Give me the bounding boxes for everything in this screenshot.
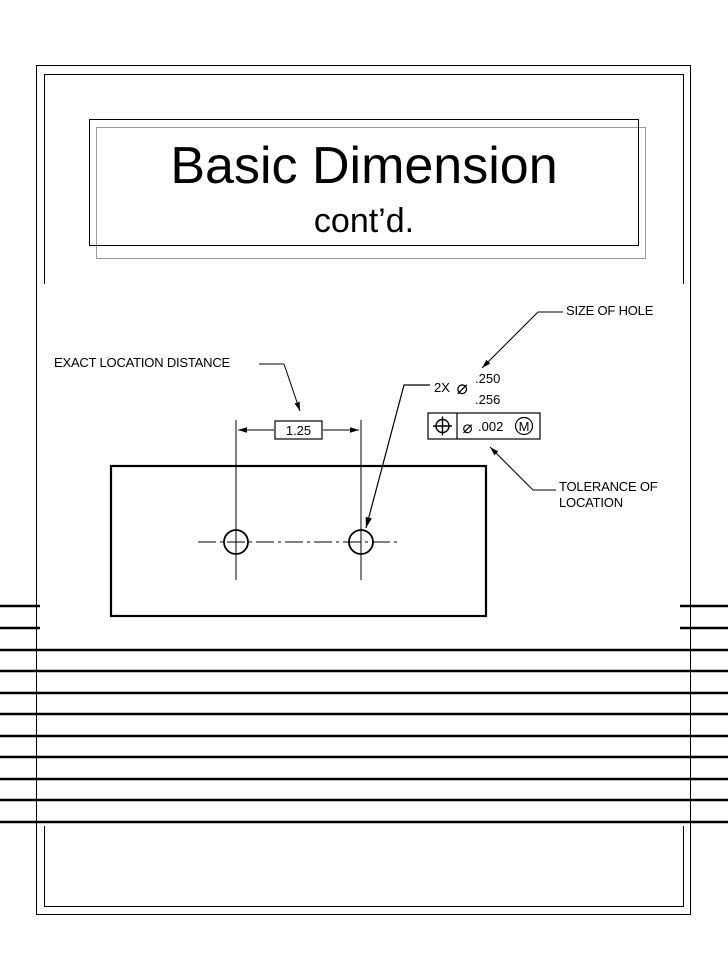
leader-exact-location-arrow <box>283 363 301 412</box>
hole-size-upper: .250 <box>475 371 500 386</box>
callout-size-of-hole: SIZE OF HOLE <box>566 303 654 318</box>
basic-dimension-value: 1.25 <box>286 423 311 438</box>
leader-size-of-hole-arrow <box>481 311 539 369</box>
part-outline <box>109 464 488 618</box>
leader-tolerance-arrow <box>489 446 534 491</box>
inner-border-frame-top <box>44 74 684 284</box>
hole-size-lower: .256 <box>475 392 500 407</box>
callout-exact-location-distance: EXACT LOCATION DISTANCE <box>54 355 231 370</box>
basic-dimension-box <box>274 420 323 440</box>
fcf-diameter-symbol: ⌀ <box>462 418 473 438</box>
callout-tolerance-line2: LOCATION <box>559 495 623 510</box>
mmc-modifier-letter: M <box>519 419 530 434</box>
title-box-shadow <box>96 127 646 259</box>
inner-border-frame-bottom <box>44 826 684 907</box>
fcf-tolerance-value: .002 <box>478 419 503 434</box>
title-box: Basic Dimension cont’d. <box>89 119 639 246</box>
hole-count: 2X <box>434 380 450 395</box>
hole-right <box>348 529 374 555</box>
ruled-lines <box>0 604 728 824</box>
hole-left <box>223 529 249 555</box>
page-title: Basic Dimension <box>170 137 558 195</box>
mmc-modifier-circle <box>514 416 534 436</box>
callout-tolerance-line1: TOLERANCE OF <box>559 479 658 494</box>
position-icon <box>433 416 452 436</box>
page-subtitle: cont’d. <box>313 202 415 240</box>
leader-hole-callout <box>365 384 430 529</box>
feature-control-frame: ⌀ .002 M <box>427 412 541 440</box>
outer-border-frame <box>36 65 691 915</box>
hole-diameter-symbol: ⌀ <box>456 377 468 399</box>
